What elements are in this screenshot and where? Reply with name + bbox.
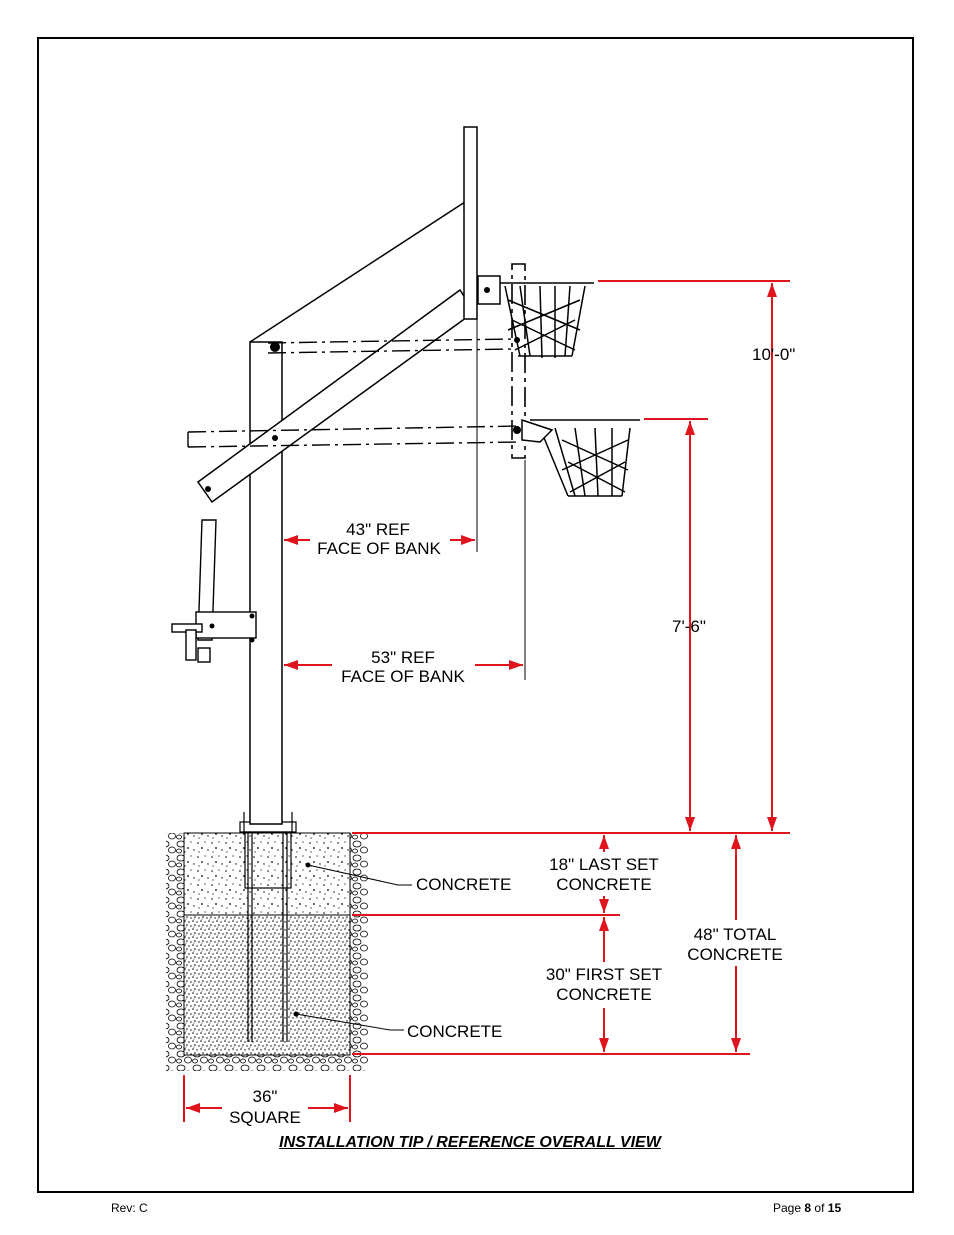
page-total: 15 bbox=[827, 1201, 842, 1215]
concrete-last-set bbox=[183, 832, 351, 916]
anchor-assembly bbox=[239, 812, 297, 1042]
pivot-bolts bbox=[205, 287, 521, 643]
concrete-first-set bbox=[183, 914, 351, 1056]
dim-total-line2: CONCRETE bbox=[687, 945, 782, 964]
lower-arm-ghost bbox=[187, 425, 521, 448]
dim-total-line1: 48" TOTAL bbox=[694, 925, 777, 944]
page-of: of bbox=[814, 1201, 825, 1215]
gravel-left bbox=[166, 833, 184, 1070]
callout-leaders bbox=[295, 864, 412, 1031]
net-lower bbox=[521, 418, 640, 497]
extension-lines bbox=[281, 319, 526, 680]
dim-43-line2: FACE OF BANK bbox=[317, 539, 441, 558]
page-number: Page 8 of 15 bbox=[773, 1201, 841, 1215]
backboard-ghost bbox=[511, 263, 526, 459]
revision-label: Rev: C bbox=[111, 1201, 148, 1215]
diagram-title: INSTALLATION TIP / REFERENCE OVERALL VIE… bbox=[279, 1134, 661, 1151]
dim-53-line2: FACE OF BANK bbox=[341, 667, 465, 686]
page-current: 8 bbox=[804, 1201, 812, 1215]
concrete-lower-callout: CONCRETE bbox=[407, 1022, 502, 1041]
dim-first-set-line1: 30" FIRST SET bbox=[546, 965, 662, 984]
gravel-right bbox=[350, 833, 368, 1070]
dim-last-set-line1: 18" LAST SET bbox=[549, 855, 659, 874]
height-crank bbox=[171, 519, 257, 663]
concrete-upper-callout: CONCRETE bbox=[416, 875, 511, 894]
dim-first-set-line2: CONCRETE bbox=[556, 985, 651, 1004]
dim-10ft-label: 10'-0" bbox=[752, 345, 795, 364]
gravel-bottom bbox=[166, 1055, 368, 1071]
page-prefix: Page bbox=[773, 1201, 802, 1215]
upper-arm-ghost bbox=[267, 338, 513, 354]
dimension-arrows bbox=[186, 283, 777, 1113]
page-frame bbox=[37, 37, 914, 1193]
net-upper bbox=[477, 275, 594, 359]
main-pole bbox=[249, 341, 283, 825]
dim-last-set-line2: CONCRETE bbox=[556, 875, 651, 894]
dim-square-line2: SQUARE bbox=[229, 1108, 301, 1127]
dim-7ft6-label: 7'-6" bbox=[672, 617, 706, 636]
dim-square-line1: 36" bbox=[253, 1087, 278, 1106]
dim-43-line1: 43" REF bbox=[346, 520, 410, 539]
backboard bbox=[463, 126, 478, 320]
dim-53-line1: 53" REF bbox=[371, 648, 435, 667]
